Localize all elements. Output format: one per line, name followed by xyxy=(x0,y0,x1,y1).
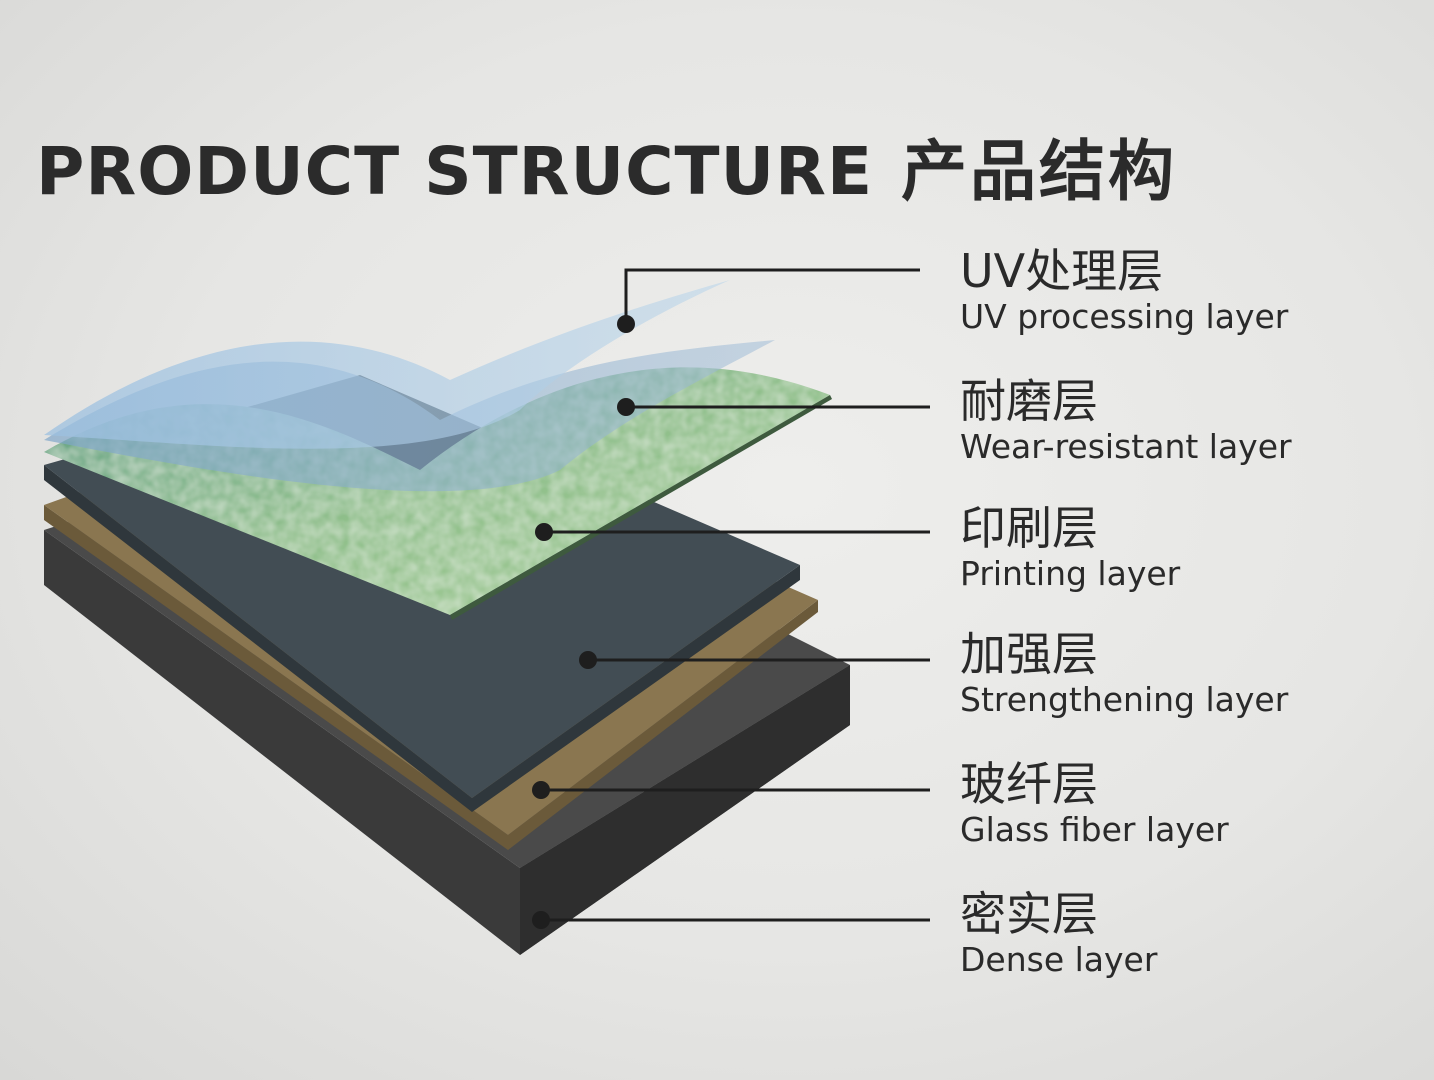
label-strengthening-en: Strengthening layer xyxy=(960,680,1289,719)
leader-dot-wear xyxy=(617,398,635,416)
label-wear-resistant-layer: 耐磨层 Wear-resistant layer xyxy=(960,375,1292,467)
label-uv-zh: UV处理层 xyxy=(960,244,1164,298)
page-title: PRODUCT STRUCTURE 产品结构 xyxy=(36,118,1177,214)
label-glass-fiber-layer: 玻纤层 Glass fiber layer xyxy=(960,758,1229,850)
label-strengthening-layer: 加强层 Strengthening layer xyxy=(960,628,1288,720)
label-uv-en: UV processing layer xyxy=(960,297,1289,336)
label-dense-layer: 密实层 Dense layer xyxy=(960,888,1157,980)
leader-dot-glass-fiber xyxy=(532,781,550,799)
label-printing-zh: 印刷层 xyxy=(960,501,1098,555)
leader-line-uv xyxy=(624,268,920,324)
label-printing-layer: 印刷层 Printing layer xyxy=(960,502,1180,594)
leader-dots xyxy=(532,315,635,929)
label-dense-zh: 密实层 xyxy=(960,887,1098,941)
label-glass-fiber-en: Glass fiber layer xyxy=(960,810,1229,849)
uv-processing-layer-shape xyxy=(44,280,730,449)
label-wear-zh: 耐磨层 xyxy=(960,374,1098,428)
label-printing-en: Printing layer xyxy=(960,554,1181,593)
title-chinese: 产品结构 xyxy=(901,133,1178,210)
leader-dot-printing xyxy=(535,523,553,541)
label-dense-en: Dense layer xyxy=(960,940,1158,979)
leader-dot-strengthening xyxy=(579,651,597,669)
leader-dot-dense xyxy=(532,911,550,929)
leader-lines xyxy=(541,268,930,922)
label-wear-en: Wear-resistant layer xyxy=(960,427,1292,466)
label-uv-processing-layer: UV处理层 UV processing layer xyxy=(960,245,1288,337)
title-english: PRODUCT STRUCTURE xyxy=(36,133,874,210)
leader-dot-uv xyxy=(617,315,635,333)
label-glass-fiber-zh: 玻纤层 xyxy=(960,757,1098,811)
label-strengthening-zh: 加强层 xyxy=(960,627,1098,681)
